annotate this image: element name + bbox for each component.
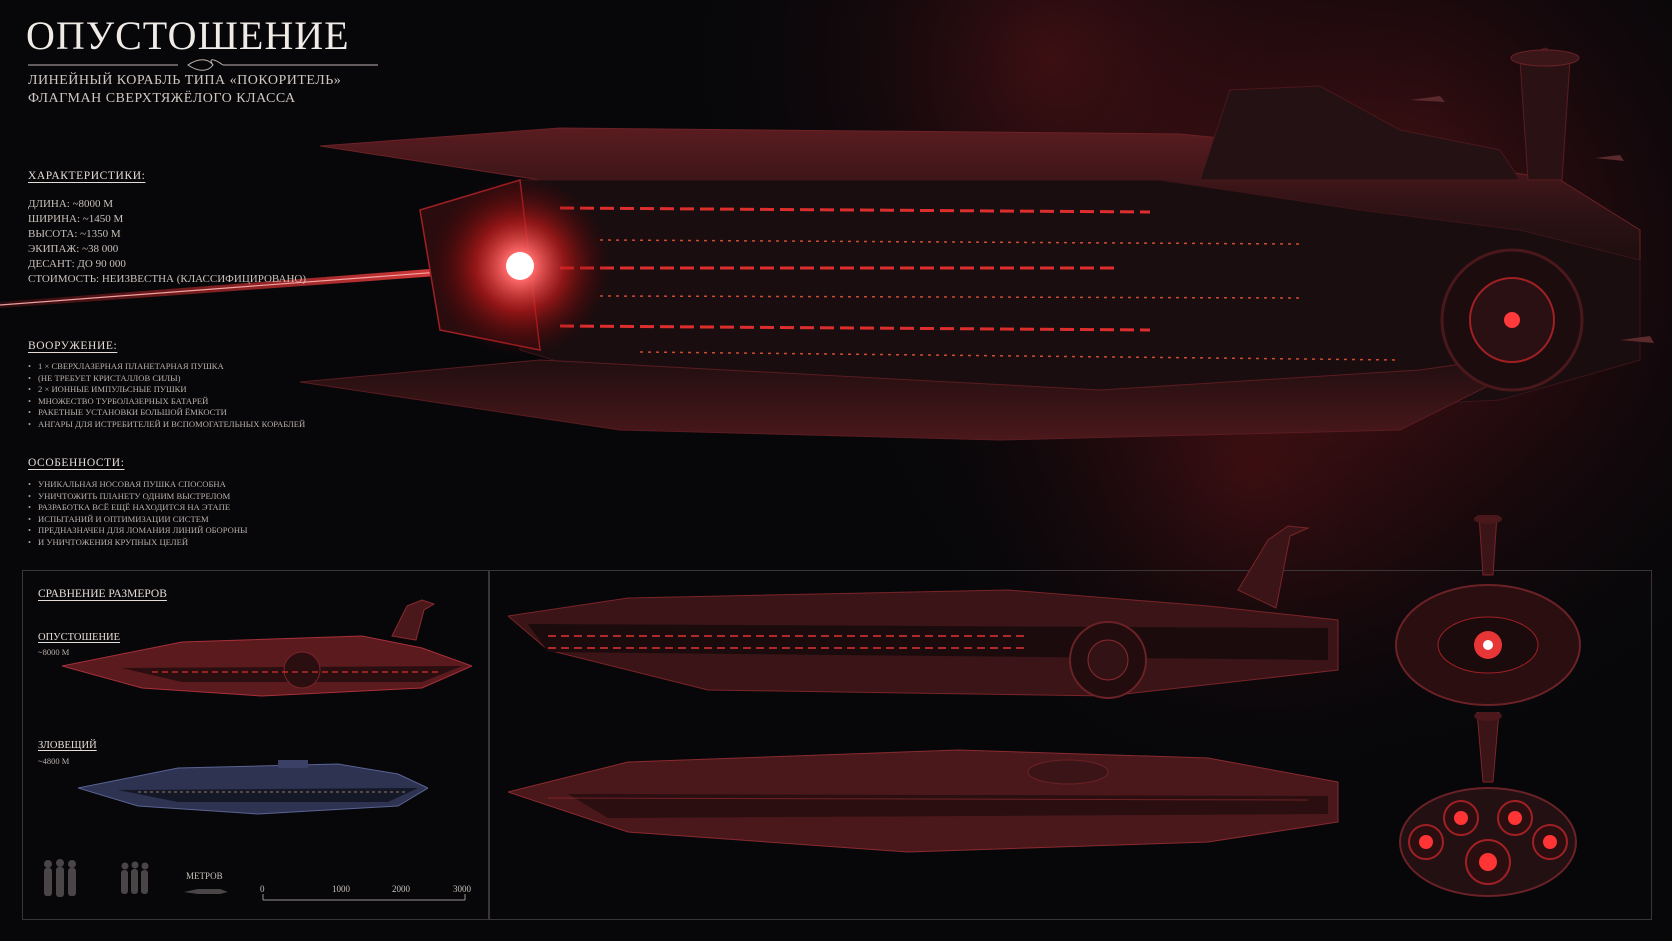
title-ornament <box>28 59 378 71</box>
spec-height: ВЫСОТА: ~1350 М <box>28 228 121 240</box>
spec-cost: СТОИМОСТЬ: НЕИЗВЕСТНА (КЛАССИФИЦИРОВАНО) <box>28 273 307 285</box>
devastation-ship-silhouette <box>62 599 472 697</box>
orthographic-views-panel <box>488 570 1652 920</box>
feature-item: ИСПЫТАНИЙ И ОПТИМИЗАЦИИ СИСТЕМ <box>28 514 318 526</box>
size-comparison-panel <box>22 570 490 920</box>
scale-tick-3000: 3000 <box>453 884 471 894</box>
spec-troops: ДЕСАНТ: ДО 90 000 <box>28 258 126 270</box>
armament-list: 1 × СВЕРХЛАЗЕРНАЯ ПЛАНЕТАРНАЯ ПУШКА (НЕ … <box>28 361 318 431</box>
armament-heading: ВООРУЖЕНИЕ: <box>28 340 118 352</box>
sinister-ship-silhouette <box>78 760 428 815</box>
ship-name-sinister: ЗЛОВЕЩИЙ <box>38 740 97 751</box>
subtitle-line-1: ЛИНЕЙНЫЙ КОРАБЛЬ ТИПА «ПОКОРИТЕЛЬ» <box>28 73 342 88</box>
features-heading: ОСОБЕННОСТИ: <box>28 457 125 469</box>
front-view-ship <box>1395 515 1581 706</box>
ship-name-devastation: ОПУСТОШЕНИЕ <box>38 632 121 643</box>
feature-item: РАЗРАБОТКА ВСЁ ЕЩЁ НАХОДИТСЯ НА ЭТАПЕ <box>28 502 318 514</box>
armament-item: 2 × ИОННЫЕ ИМПУЛЬСНЫЕ ПУШКИ <box>28 384 318 396</box>
armament-item: МНОЖЕСТВО ТУРБОЛАЗЕРНЫХ БАТАРЕЙ <box>28 396 318 408</box>
feature-item: ПРЕДНАЗНАЧЕН ДЛЯ ЛОМАНИЯ ЛИНИЙ ОБОРОНЫ <box>28 525 318 537</box>
armament-item: (НЕ ТРЕБУЕТ КРИСТАЛЛОВ СИЛЫ) <box>28 373 318 385</box>
scale-bar <box>262 894 466 901</box>
features-list: УНИКАЛЬНАЯ НОСОВАЯ ПУШКА СПОСОБНА УНИЧТО… <box>28 479 318 549</box>
subtitle-line-2: ФЛАГМАН СВЕРХТЯЖЁЛОГО КЛАССА <box>28 91 296 106</box>
spec-length: ДЛИНА: ~8000 М <box>28 198 114 210</box>
scale-unit-label: МЕТРОВ <box>186 871 223 881</box>
specs-heading: ХАРАКТЕРИСТИКИ: <box>28 170 146 182</box>
scale-tick-1000: 1000 <box>332 884 350 894</box>
page-title: ОПУСТОШЕНИЕ <box>26 13 350 58</box>
spec-crew: ЭКИПАЖ: ~38 000 <box>28 243 119 255</box>
armament-item: АНГАРЫ ДЛЯ ИСТРЕБИТЕЛЕЙ И ВСПОМОГАТЕЛЬНЫ… <box>28 419 318 431</box>
scale-tick-2000: 2000 <box>392 884 410 894</box>
armament-item: 1 × СВЕРХЛАЗЕРНАЯ ПЛАНЕТАРНАЯ ПУШКА <box>28 361 318 373</box>
main-ship-illustration <box>0 47 1654 441</box>
spec-width: ШИРИНА: ~1450 М <box>28 213 124 225</box>
armament-item: РАКЕТНЫЕ УСТАНОВКИ БОЛЬШОЙ ЁМКОСТИ <box>28 407 318 419</box>
rear-view-ship <box>1399 712 1577 897</box>
feature-item: УНИКАЛЬНАЯ НОСОВАЯ ПУШКА СПОСОБНА <box>28 479 318 491</box>
ship-size-devastation: ~8000 М <box>38 647 70 657</box>
feature-item: УНИЧТОЖИТЬ ПЛАНЕТУ ОДНИМ ВЫСТРЕЛОМ <box>28 491 318 503</box>
side-view-ship <box>508 525 1339 699</box>
top-view-ship <box>508 749 1339 853</box>
scale-ship-icon <box>184 889 228 894</box>
scale-tick-0: 0 <box>260 884 265 894</box>
human-scale-figures <box>44 859 149 897</box>
comparison-heading: СРАВНЕНИЕ РАЗМЕРОВ <box>38 588 167 600</box>
ship-size-sinister: ~4800 М <box>38 756 70 766</box>
feature-item: И УНИЧТОЖЕНИЯ КРУПНЫХ ЦЕЛЕЙ <box>28 537 318 549</box>
